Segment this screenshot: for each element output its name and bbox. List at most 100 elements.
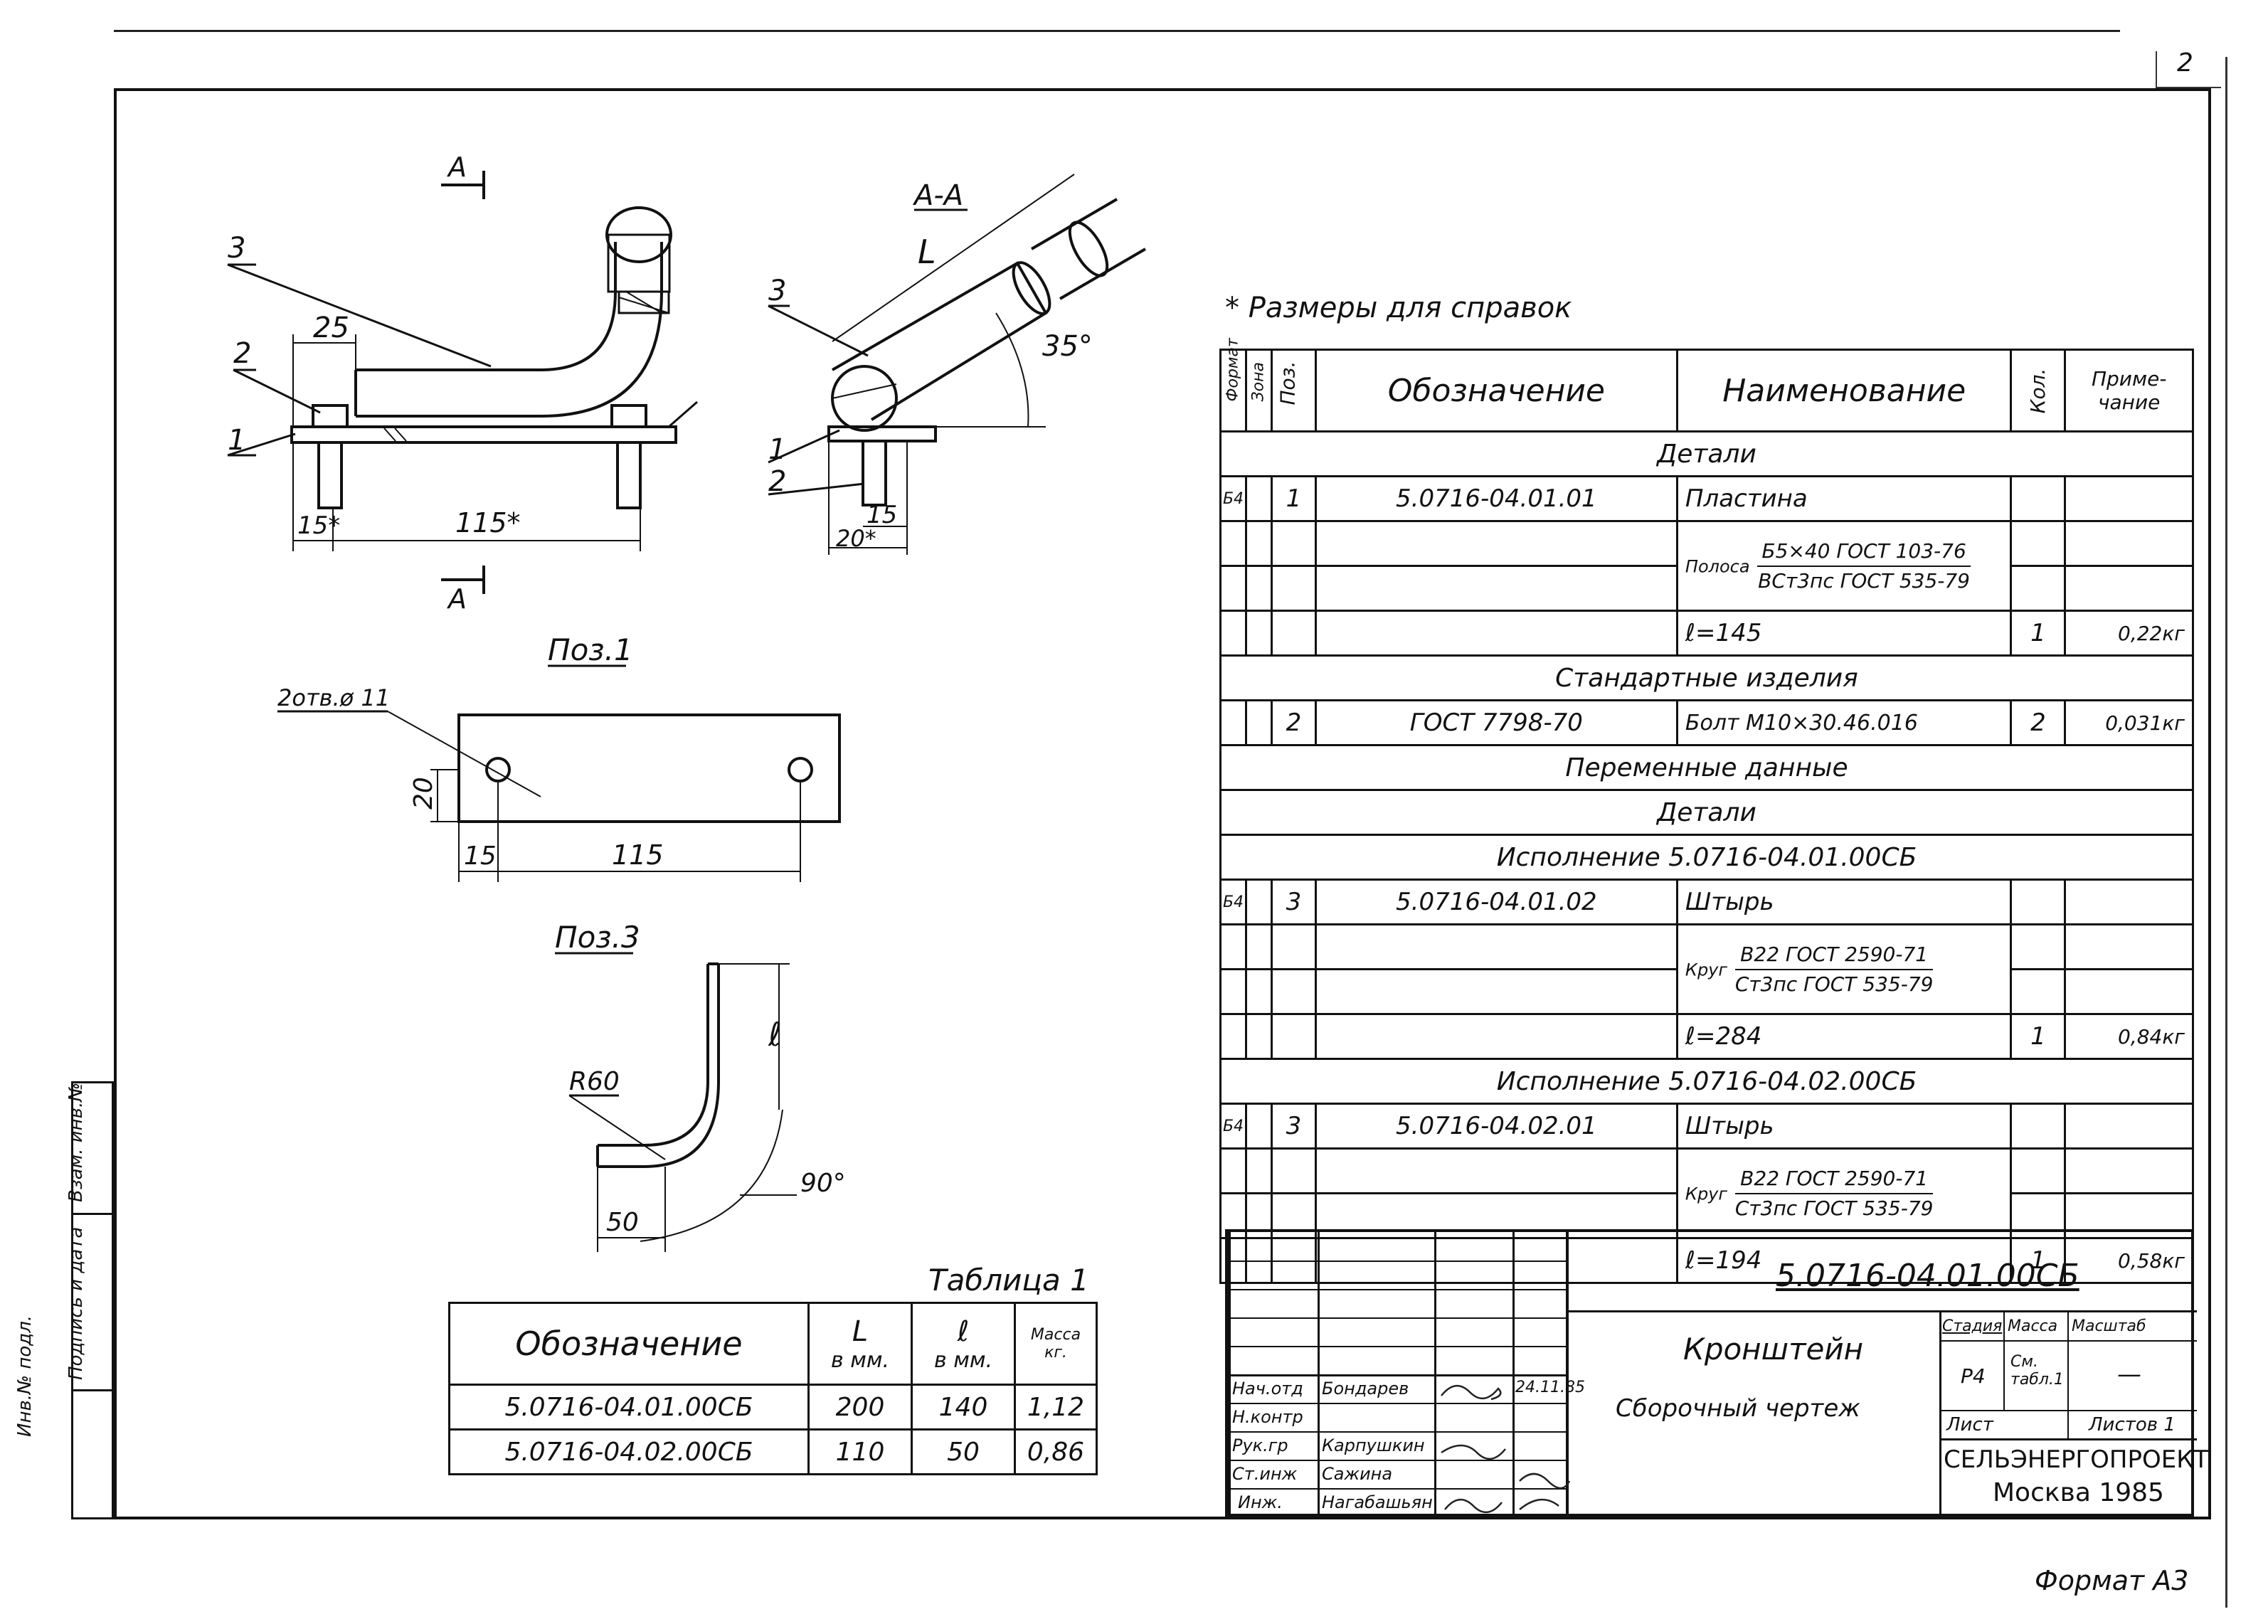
table1-cell: 50 <box>911 1428 1016 1475</box>
reference-note: * Размеры для справок <box>1225 292 1572 324</box>
rod-section-view <box>832 261 1048 421</box>
section-marker-top: А <box>446 152 467 183</box>
section-label: А-А <box>912 179 963 212</box>
table1-cell: 200 <box>807 1384 913 1431</box>
plate-section <box>827 425 937 442</box>
drawing-frame <box>114 88 2211 1519</box>
spec-header-qty: Кол. <box>2010 349 2067 432</box>
spec-cell-designation: ГОСТ 7798-70 <box>1314 699 1678 746</box>
tb-grid-line <box>1228 1460 1566 1461</box>
pos1-hole-right <box>788 757 813 782</box>
rod-cross-section <box>831 365 898 432</box>
tb-sign-role: Ст.инж <box>1232 1464 1298 1484</box>
tb-grid-line <box>1228 1317 1566 1319</box>
pos1-dim-20: 20 <box>409 777 438 810</box>
page-number: 2 <box>2177 48 2193 78</box>
spec-header-pos: Поз. <box>1270 349 1317 432</box>
tb-grid-line <box>1566 1232 1569 1519</box>
tb-sign-name: Сажина <box>1322 1464 1393 1484</box>
spec-cell-pos: 3 <box>1270 879 1317 925</box>
tb-sheets-label: Листов 1 <box>2089 1414 2176 1435</box>
side-stamp-divider <box>73 1213 116 1215</box>
spec-cell-pos: 1 <box>1270 475 1317 522</box>
table-row: ℓ=145 1 0,22кг <box>1219 610 2194 657</box>
label-pos1-main: 1 <box>228 424 245 457</box>
table-row: Б4 1 5.0716-04.01.01 Пластина <box>1219 475 2194 522</box>
label-pos3-main: 3 <box>228 232 245 265</box>
tb-org: СЕЛЬЭНЕРГОПРОЕКТ <box>1944 1445 2209 1474</box>
bolt-left-shank <box>317 441 343 509</box>
leader-1-main <box>227 432 296 457</box>
tb-scale: — <box>2117 1360 2141 1389</box>
assembly-drawing: А А 3 2 1 25 15* 115* А-А L 35° 3 1 2 15… <box>227 152 1147 1252</box>
pos1-holes: 2отв.ø 11 <box>277 684 390 711</box>
tb-grid-line <box>1228 1403 1566 1404</box>
pos1-plate <box>457 713 841 823</box>
specification-table: Формат Зона Поз. Обозначение Наименовани… <box>1219 338 2194 1284</box>
tb-grid-line <box>1228 1261 1566 1262</box>
spec-cell-format: Б4 <box>1219 879 1247 925</box>
page-number-box <box>2156 51 2221 88</box>
tb-grid-line <box>1228 1289 1566 1290</box>
spec-cell-format: Б4 <box>1219 475 1247 522</box>
spec-section-variant1: Исполнение 5.0716-04.01.00СБ <box>1219 834 2194 881</box>
tb-sheet-label: Лист <box>1946 1414 1993 1435</box>
tb-city-year: Москва 1985 <box>1993 1478 2164 1507</box>
table1-header-designation: Обозначение <box>448 1302 810 1386</box>
section-marker-bottom: А <box>446 583 467 615</box>
dim-15-star: 15* <box>297 511 340 540</box>
label-pos2-main: 2 <box>233 337 251 370</box>
tb-sign-role: Инж. <box>1238 1492 1283 1512</box>
pos3-dim-50: 50 <box>606 1208 639 1237</box>
spec-header-note: Приме-чание <box>2064 349 2194 432</box>
tb-sign-date: 24.11.85 <box>1515 1379 1585 1396</box>
spec-header-zone: Зона <box>1244 349 1273 432</box>
tb-grid-line <box>2067 1410 2069 1438</box>
pos3-radius: R60 <box>569 1067 620 1096</box>
tb-title: Кронштейн <box>1683 1332 1864 1366</box>
tb-grid-line <box>1939 1312 1941 1519</box>
tb-scale-label: Масштаб <box>2072 1317 2146 1335</box>
spec-cell-note: 0,031кг <box>2064 699 2194 746</box>
pos3-angle: 90° <box>800 1169 846 1198</box>
tb-grid-line <box>2067 1312 2069 1410</box>
tb-grid-line <box>1566 1310 2197 1312</box>
spec-cell-note: 0,84кг <box>2064 1013 2194 1060</box>
table1-caption: Таблица 1 <box>928 1263 1089 1297</box>
table1-cell: 110 <box>807 1428 913 1475</box>
tb-mass-label: Масса <box>2008 1317 2058 1335</box>
pos3-title: Поз.3 <box>555 920 640 955</box>
bolt-right-shank <box>616 441 642 509</box>
spec-cell-name: Пластина <box>1675 475 2013 522</box>
rod-main-view <box>356 242 663 418</box>
signature-scribbles <box>1441 1385 1571 1513</box>
side-stamp <box>71 1081 116 1519</box>
table-row: Б4 3 5.0716-04.02.01 Штырь <box>1219 1103 2194 1150</box>
dim-20-star: 20* <box>836 525 876 552</box>
tb-sign-role: Н.контр <box>1232 1407 1303 1427</box>
spec-header-format: Формат <box>1219 338 1247 432</box>
title-block: 5.0716-04.01.00СБ Кронштейн Сборочный че… <box>1225 1229 2208 1519</box>
spec-cell-qty: 1 <box>2010 1013 2067 1060</box>
spec-cell-format: Б4 <box>1219 1103 1247 1150</box>
right-edge-line <box>2225 57 2227 1608</box>
tb-sign-name: Карпушкин <box>1322 1435 1425 1455</box>
dim-25: 25 <box>313 312 349 344</box>
pos1-dim-15: 15 <box>464 842 497 871</box>
tb-grid-line <box>1228 1431 1566 1433</box>
table-row: 5.0716-04.02.00СБ 110 50 0,86 <box>448 1428 1098 1475</box>
plate-main-view <box>290 425 677 444</box>
table-row: Б4 3 5.0716-04.01.02 Штырь <box>1219 879 2194 925</box>
tb-sign-role: Нач.отд <box>1232 1379 1303 1399</box>
top-rule <box>114 30 2120 32</box>
spec-header-name: Наименование <box>1675 349 2013 432</box>
label-pos3-section: 3 <box>768 275 786 307</box>
tb-doc-number: 5.0716-04.01.00СБ <box>1776 1258 2079 1294</box>
pos1-title: Поз.1 <box>548 632 633 667</box>
